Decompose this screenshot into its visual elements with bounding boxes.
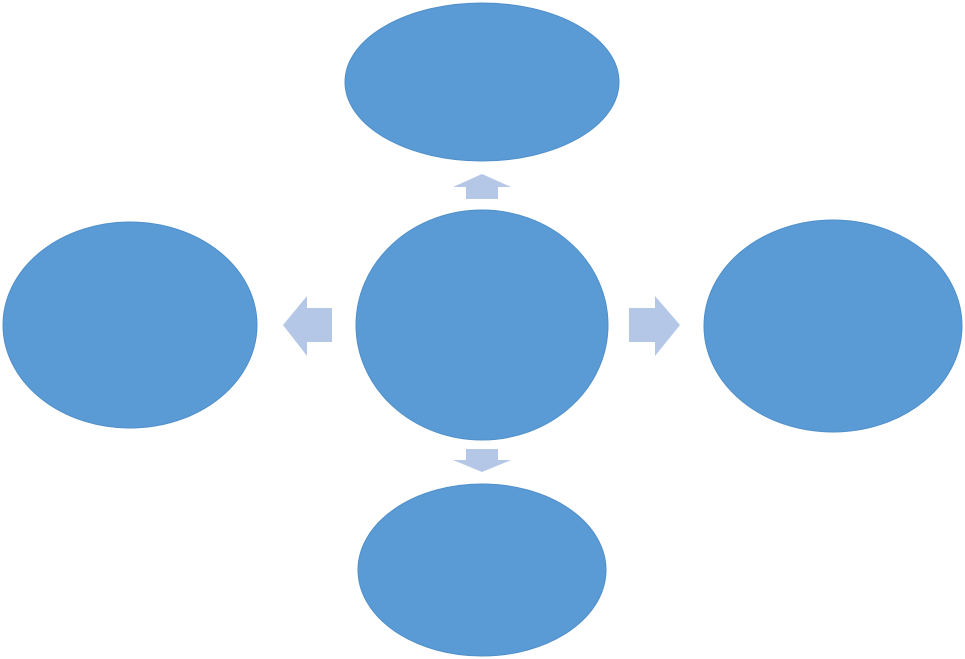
- node-left-shape: [2, 221, 258, 429]
- arrow-down: [453, 449, 511, 472]
- node-top-shape: [344, 2, 620, 162]
- node-left: [2, 221, 258, 429]
- node-top: [344, 2, 620, 162]
- arrow-left: [283, 296, 332, 356]
- node-right-shape: [703, 219, 963, 433]
- node-center-shape: [355, 209, 609, 441]
- arrow-up: [453, 174, 511, 199]
- node-center: [355, 209, 609, 441]
- node-bottom: [357, 483, 607, 657]
- node-right: [703, 219, 963, 433]
- arrow-right: [629, 296, 680, 356]
- node-bottom-shape: [357, 483, 607, 657]
